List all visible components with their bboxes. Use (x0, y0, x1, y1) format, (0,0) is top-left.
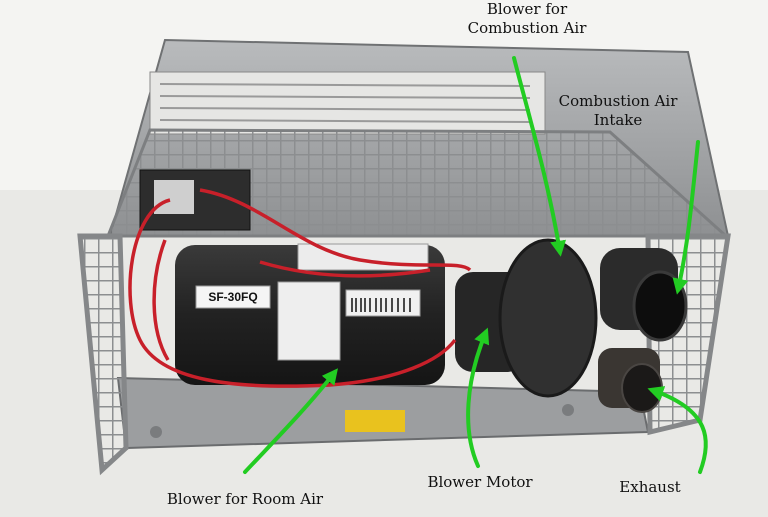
arrow-combustion-intake (672, 140, 700, 295)
arrow-room-air (243, 368, 338, 474)
tray-screw-right (562, 404, 574, 416)
arrow-blower-combustion (512, 56, 567, 257)
label-line: Combustion Air (558, 92, 678, 110)
arrow-blower-motor (466, 327, 490, 468)
label-line: Combustion Air (467, 19, 587, 37)
exhaust-pipe-opening (621, 363, 663, 413)
red-wiring (128, 188, 472, 388)
annotation-arrows (243, 56, 708, 474)
model-plate (195, 285, 271, 309)
model-plate-text: SF-30FQ (208, 290, 258, 304)
label-line: Intake (593, 111, 643, 129)
control-component (154, 180, 194, 214)
label-blower-motor: Blower Motor (427, 473, 533, 491)
combustion-blower-housing (498, 238, 598, 398)
label-blower-combustion-air: Blower for Combustion Air (462, 0, 592, 38)
label-exhaust: Exhaust (619, 478, 681, 496)
tray-screw-left (150, 426, 162, 438)
info-label-sticker (149, 71, 546, 135)
label-line: Blower for (486, 0, 568, 18)
warning-sticker (345, 410, 405, 432)
sticker-text-lines (159, 83, 531, 123)
label-combustion-air-intake: Combustion Air Intake (548, 92, 688, 130)
motor-barcode-label (345, 289, 421, 317)
motor-rating-plate (277, 281, 341, 361)
barcode (351, 298, 411, 312)
label-blower-room-air: Blower for Room Air (166, 490, 324, 508)
left-side-frame (77, 233, 129, 476)
arrow-exhaust (647, 386, 708, 474)
